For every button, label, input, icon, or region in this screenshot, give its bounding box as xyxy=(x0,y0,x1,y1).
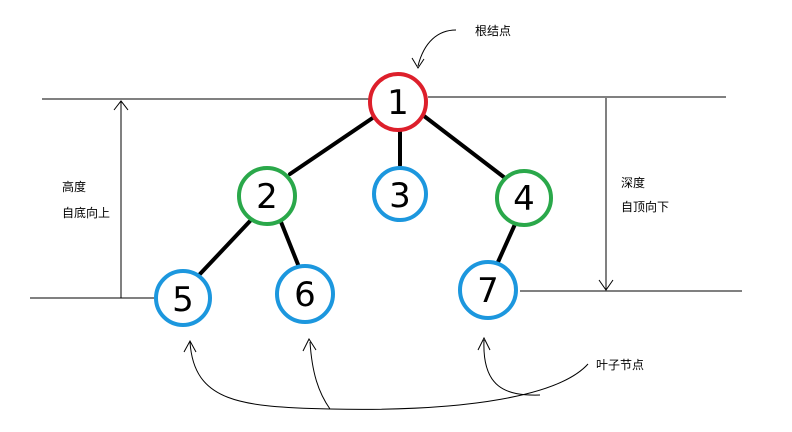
svg-text:4: 4 xyxy=(513,179,535,219)
edge-1-2 xyxy=(288,113,379,176)
depth-description: 自顶向下 xyxy=(621,200,670,214)
tree-node-1: 1 xyxy=(368,72,428,132)
tree-node-4: 4 xyxy=(495,169,553,227)
depth-title: 深度 xyxy=(621,176,646,190)
tree-node-2: 2 xyxy=(237,166,297,226)
tree-node-3: 3 xyxy=(372,166,428,222)
svg-text:1: 1 xyxy=(387,83,409,123)
leaf-pointer-arrows xyxy=(183,336,589,410)
svg-text:2: 2 xyxy=(256,177,278,217)
tree-edges xyxy=(198,113,518,276)
tree-node-5: 5 xyxy=(154,269,212,327)
edge-4-7 xyxy=(496,220,518,264)
tree-node-6: 6 xyxy=(275,264,335,324)
height-description: 自底向上 xyxy=(62,206,111,220)
svg-text:3: 3 xyxy=(389,176,411,216)
root-label: 根结点 xyxy=(475,24,512,38)
height-title: 高度 xyxy=(62,180,87,194)
edge-2-5 xyxy=(198,218,253,276)
leaf-label: 叶子节点 xyxy=(596,358,645,372)
svg-text:5: 5 xyxy=(172,280,194,320)
depth-arrow xyxy=(598,98,614,291)
edge-1-4 xyxy=(422,114,507,180)
svg-text:7: 7 xyxy=(477,271,499,311)
edge-2-6 xyxy=(279,220,301,269)
height-arrow xyxy=(113,100,129,298)
svg-text:6: 6 xyxy=(294,275,316,315)
root-pointer-arrow xyxy=(411,29,457,69)
tree-node-7: 7 xyxy=(458,260,518,320)
